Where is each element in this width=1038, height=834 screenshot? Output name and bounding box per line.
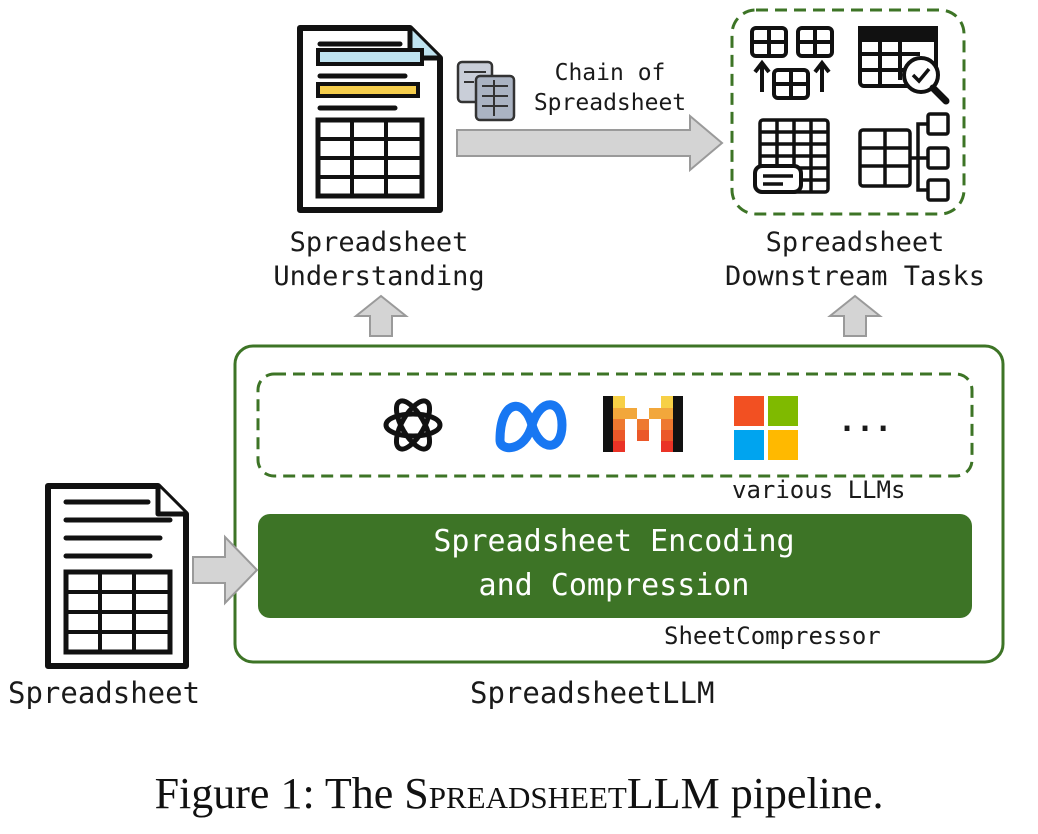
spreadsheet-input-label: Spreadsheet	[8, 676, 201, 710]
various-llms-label: various LLMs	[732, 476, 906, 504]
microsoft-icon	[734, 396, 798, 460]
various-llms-box	[256, 372, 974, 478]
spreadsheetllm-box	[233, 344, 1005, 664]
downstream-tasks-box	[730, 8, 966, 216]
downstream-label-line1: Spreadsheet	[765, 227, 945, 258]
encoding-compression-block	[258, 514, 972, 618]
figure-caption: Figure 1: The SpreadsheetLLM pipeline.	[0, 768, 1038, 819]
spreadsheetllm-label: SpreadsheetLLM	[470, 676, 715, 710]
chain-label-line1: Chain of	[554, 60, 666, 86]
spreadsheet-doc-icon	[297, 25, 443, 213]
up-arrow-downstream	[827, 294, 883, 337]
table-comment-icon	[753, 118, 830, 194]
table-search-icon	[858, 26, 950, 105]
table-tree-icon	[858, 112, 950, 202]
encoding-label-line1: Spreadsheet Encoding	[433, 524, 795, 559]
openai-icon	[383, 398, 443, 452]
understanding-label-line2: Understanding	[273, 261, 485, 292]
encoding-label-line2: and Compression	[478, 568, 750, 603]
understanding-label: Spreadsheet Understanding	[254, 226, 504, 294]
caption-prefix: Figure 1: The	[154, 769, 405, 818]
chain-arrow	[456, 113, 724, 173]
input-arrow	[192, 534, 259, 606]
encoding-label: Spreadsheet Encoding and Compression	[258, 520, 970, 608]
meta-icon	[495, 400, 567, 453]
spreadsheet-input-icon	[45, 483, 189, 669]
chain-label: Chain of Spreadsheet	[520, 58, 700, 118]
up-arrow-understanding	[353, 294, 409, 337]
mistral-icon	[603, 396, 683, 452]
more-llms-ellipsis: ...	[838, 404, 893, 439]
downstream-label: Spreadsheet Downstream Tasks	[690, 226, 1020, 294]
caption-smallcaps: Spreadsheet	[404, 769, 627, 818]
downstream-label-line2: Downstream Tasks	[724, 261, 986, 292]
sheetcompressor-label: SheetCompressor	[664, 622, 881, 650]
caption-suffix: LLM pipeline.	[626, 769, 884, 818]
understanding-label-line1: Spreadsheet	[289, 227, 469, 258]
small-grid-icon	[456, 60, 516, 122]
table-merge-icon	[750, 26, 834, 100]
chain-label-line2: Spreadsheet	[533, 90, 687, 116]
